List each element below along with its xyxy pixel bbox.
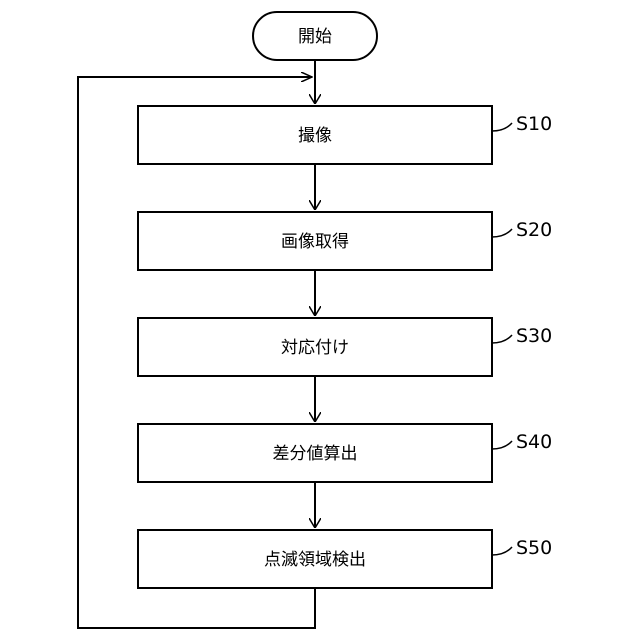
process-box-s40: 差分値算出 S40 <box>138 424 552 482</box>
process-box-s20: 画像取得 S20 <box>138 212 552 270</box>
step-label-leader-s20 <box>492 229 512 237</box>
start-terminal-label: 開始 <box>298 27 332 47</box>
process-box-s30: 対応付け S30 <box>138 318 552 376</box>
process-box-s50: 点滅領域検出 S50 <box>138 530 552 588</box>
process-label-s10: 撮像 <box>298 126 332 146</box>
step-label-s10: S10 <box>516 113 552 135</box>
step-label-leader-s30 <box>492 335 512 343</box>
step-label-leader-s50 <box>492 547 512 555</box>
process-label-s30: 対応付け <box>281 338 349 358</box>
process-label-s20: 画像取得 <box>281 232 349 252</box>
step-label-s50: S50 <box>516 537 552 559</box>
process-label-s40: 差分値算出 <box>273 444 358 464</box>
step-label-leader-s10 <box>492 123 512 131</box>
start-terminal: 開始 <box>253 12 377 60</box>
step-label-leader-s40 <box>492 441 512 449</box>
step-label-s20: S20 <box>516 219 552 241</box>
process-box-s10: 撮像 S10 <box>138 106 552 164</box>
step-label-s40: S40 <box>516 431 552 453</box>
process-label-s50: 点滅領域検出 <box>264 550 366 570</box>
step-label-s30: S30 <box>516 325 552 347</box>
